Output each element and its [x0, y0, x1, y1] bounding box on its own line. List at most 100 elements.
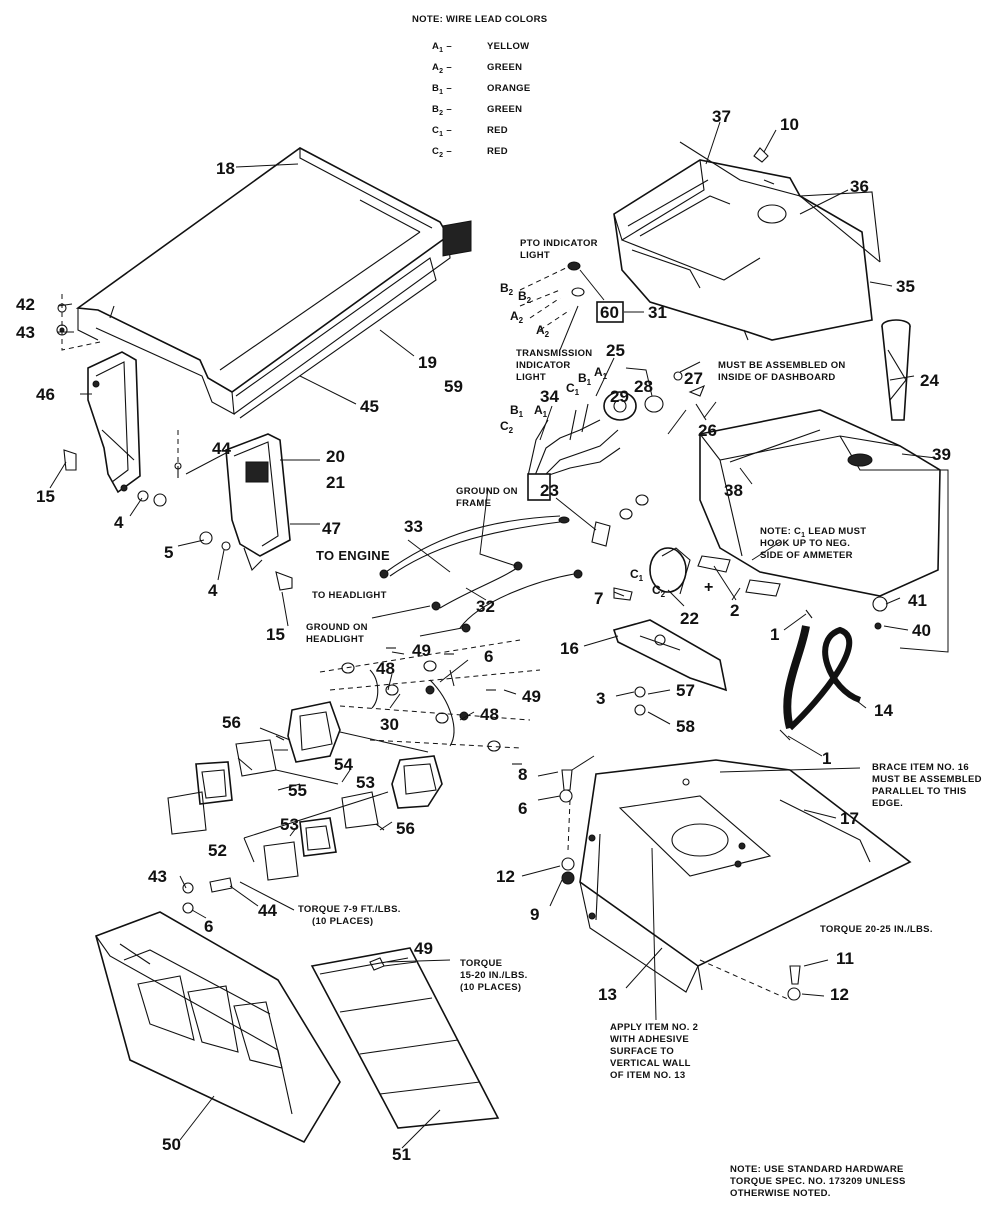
part-number: 28	[634, 377, 653, 396]
lead-code: C1 –	[432, 125, 452, 138]
part-number: 23	[540, 481, 559, 500]
screen-51	[310, 947, 500, 1129]
part-number: 25	[606, 341, 625, 360]
trans-light-label-1: TRANSMISSION	[516, 348, 592, 359]
part-number: 18	[216, 159, 235, 178]
part-number: 54	[334, 755, 353, 774]
ground-frame-2: FRAME	[456, 498, 491, 509]
ammeter-label-c1: C1	[630, 567, 644, 583]
grille-hardware	[182, 877, 385, 971]
fuel-gauge-sender	[881, 319, 911, 421]
apply-note-1: APPLY ITEM NO. 2	[610, 1022, 698, 1033]
part-number: 12	[496, 867, 515, 886]
part-number: 24	[920, 371, 939, 390]
part-number: 5	[164, 543, 173, 562]
fuel-line	[779, 469, 949, 741]
part-number: 34	[540, 387, 559, 406]
dashboard-note-2: INSIDE OF DASHBOARD	[718, 372, 836, 383]
wire-label-a2b: A2	[536, 323, 550, 339]
part-number: 53	[356, 773, 375, 792]
wire-label-c1: C1	[566, 381, 580, 397]
wire-label-a1b: A1	[534, 403, 548, 419]
part-number: 11	[836, 949, 854, 968]
side-panel	[225, 433, 291, 571]
part-number: 36	[850, 177, 869, 196]
part-number: 10	[780, 115, 799, 134]
brace-note-1: BRACE ITEM NO. 16	[872, 762, 969, 773]
apply-note-5: OF ITEM NO. 13	[610, 1070, 685, 1081]
part-number: 4	[114, 513, 124, 532]
hood-assembly	[75, 147, 472, 419]
dashboard-note-1: MUST BE ASSEMBLED ON	[718, 360, 846, 371]
wire-label-b2b: B2	[518, 289, 532, 305]
part-number: 4	[208, 581, 218, 600]
to-headlight-label: TO HEADLIGHT	[312, 590, 387, 601]
part-number: 15	[266, 625, 285, 644]
part-number: 16	[560, 639, 579, 658]
wire-label-a1: A1	[594, 365, 608, 381]
part-number: 35	[896, 277, 915, 296]
pto-light-label-1: PTO INDICATOR	[520, 238, 598, 249]
part-number: 56	[222, 713, 241, 732]
wire-note-title: NOTE: WIRE LEAD COLORS	[412, 14, 547, 25]
part-number: 50	[162, 1135, 181, 1154]
part-number: 48	[480, 705, 499, 724]
part-number: 7	[594, 589, 603, 608]
lead-color: GREEN	[487, 104, 522, 115]
part-number: 22	[680, 609, 699, 628]
part-number: 13	[598, 985, 617, 1004]
brace-note-2: MUST BE ASSEMBLED	[872, 774, 982, 785]
part-number: 31	[648, 303, 667, 322]
lead-code: C2 –	[432, 146, 452, 159]
lead-color: YELLOW	[487, 41, 529, 52]
trans-light-label-2: INDICATOR	[516, 360, 571, 371]
part-number: 42	[16, 295, 35, 314]
wire-lead-labels: B2 B2 A2 A2 C1 B1 A1 C2 B1 A1 C1 C2 +	[500, 281, 713, 599]
ground-frame-1: GROUND ON	[456, 486, 518, 497]
part-number: 58	[676, 717, 695, 736]
part-number: 1	[822, 749, 831, 768]
lead-color: RED	[487, 146, 508, 157]
apply-note-4: VERTICAL WALL	[610, 1058, 691, 1069]
part-number: 27	[684, 369, 703, 388]
hardware-note-3: OTHERWISE NOTED.	[730, 1188, 831, 1199]
headlights	[167, 639, 541, 881]
torque-79-2: (10 PLACES)	[312, 916, 373, 927]
torque-2025: TORQUE 20-25 IN./LBS.	[820, 924, 933, 935]
part-number: 46	[36, 385, 55, 404]
part-number: 57	[676, 681, 695, 700]
pto-light-label-2: LIGHT	[520, 250, 550, 261]
part-number: 41	[908, 591, 927, 610]
ammeter-note-1: NOTE: C1 LEAD MUST	[760, 526, 866, 539]
part-number: 45	[360, 397, 379, 416]
trans-light-label-3: LIGHT	[516, 372, 546, 383]
ground-headlight-2: HEADLIGHT	[306, 634, 364, 645]
part-number: 30	[380, 715, 399, 734]
frame-13	[567, 759, 912, 1001]
wire-label-b1b: B1	[510, 403, 524, 419]
part-number: 6	[204, 917, 213, 936]
ground-headlight-1: GROUND ON	[306, 622, 368, 633]
ammeter-note-2: HOOK UP TO NEG.	[760, 538, 850, 549]
part-number: 3	[596, 689, 605, 708]
part-number: 15	[36, 487, 55, 506]
part-number: 17	[840, 809, 859, 828]
wire-harness-lighting	[379, 515, 583, 633]
part-number: 39	[932, 445, 951, 464]
lead-code: A2 –	[432, 62, 452, 75]
lead-color: ORANGE	[487, 83, 531, 94]
wiring-harness	[527, 371, 707, 501]
hardware-note-2: TORQUE SPEC. NO. 173209 UNLESS	[730, 1176, 906, 1187]
part-number: 60	[600, 303, 619, 322]
part-number: 44	[212, 439, 231, 458]
part-number: 55	[288, 781, 307, 800]
part-number: 48	[376, 659, 395, 678]
hardware-note-1: NOTE: USE STANDARD HARDWARE	[730, 1164, 904, 1175]
ammeter	[591, 494, 781, 601]
part-number: 49	[414, 939, 433, 958]
lead-color: GREEN	[487, 62, 522, 73]
brace-16	[612, 619, 728, 716]
part-number: 43	[148, 867, 167, 886]
wire-label-c2: C2	[500, 419, 514, 435]
